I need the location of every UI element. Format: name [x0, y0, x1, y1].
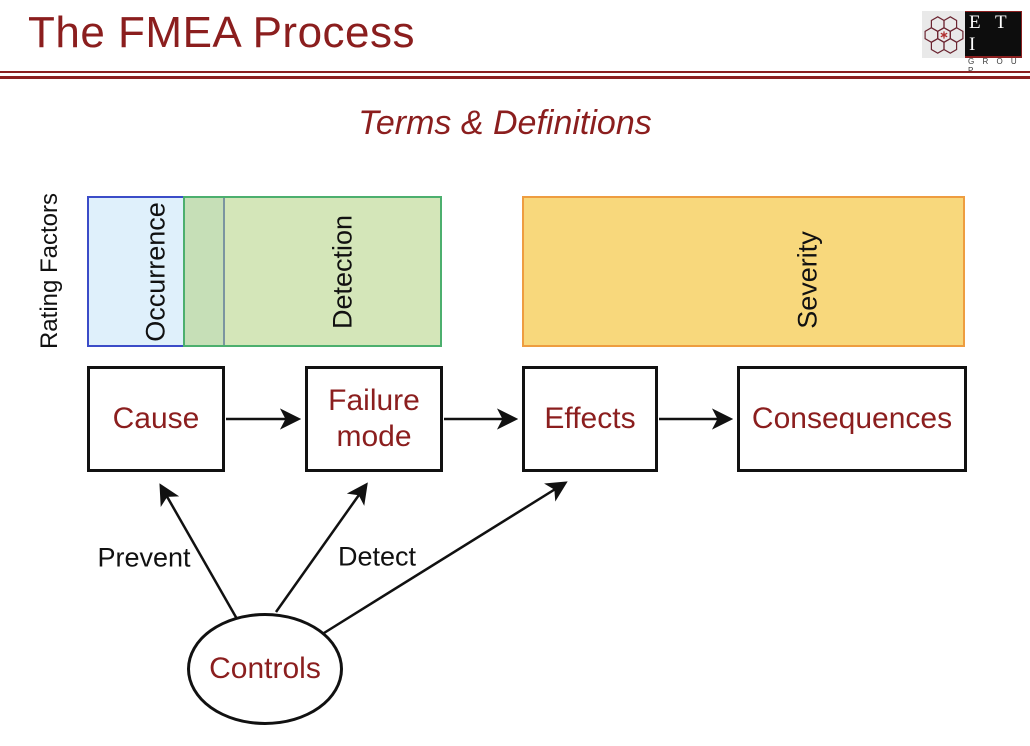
prevent-arrow-label: Prevent	[97, 542, 191, 573]
occurrence-label: Occurrence	[140, 202, 171, 342]
eti-group-logo: E T I G R O U P	[922, 11, 1022, 75]
detection-band	[183, 196, 442, 347]
severity-band	[522, 196, 965, 347]
hexagon-cluster-svg	[924, 15, 963, 54]
logo-brand-text: E T I	[965, 12, 1021, 58]
failure-mode-box: Failure mode	[305, 366, 443, 472]
consequences-box: Consequences	[737, 366, 967, 472]
hexagon-cluster-icon	[922, 11, 965, 58]
controls-ellipse: Controls	[187, 613, 343, 725]
detect-arrow-label: Detect	[337, 541, 417, 572]
logo-wordmark: E T I G R O U P	[965, 11, 1022, 75]
rating-factors-label: Rating Factors	[36, 192, 63, 350]
effects-box: Effects	[522, 366, 658, 472]
controls-label: Controls	[209, 652, 321, 685]
slide-subtitle: Terms & Definitions	[358, 104, 652, 142]
failure-mode-box-label: Failure mode	[328, 384, 420, 453]
page-title: The FMEA Process	[28, 8, 416, 57]
cause-box-label: Cause	[112, 402, 200, 435]
severity-label: Severity	[792, 231, 823, 329]
separator-line-thin	[0, 71, 1030, 73]
logo-sub-text: G R O U P	[965, 57, 1021, 75]
separator-line-thick	[0, 76, 1030, 79]
consequences-box-label: Consequences	[751, 402, 953, 435]
detection-label: Detection	[327, 214, 358, 330]
cause-box: Cause	[87, 366, 225, 472]
effects-box-label: Effects	[544, 402, 636, 435]
